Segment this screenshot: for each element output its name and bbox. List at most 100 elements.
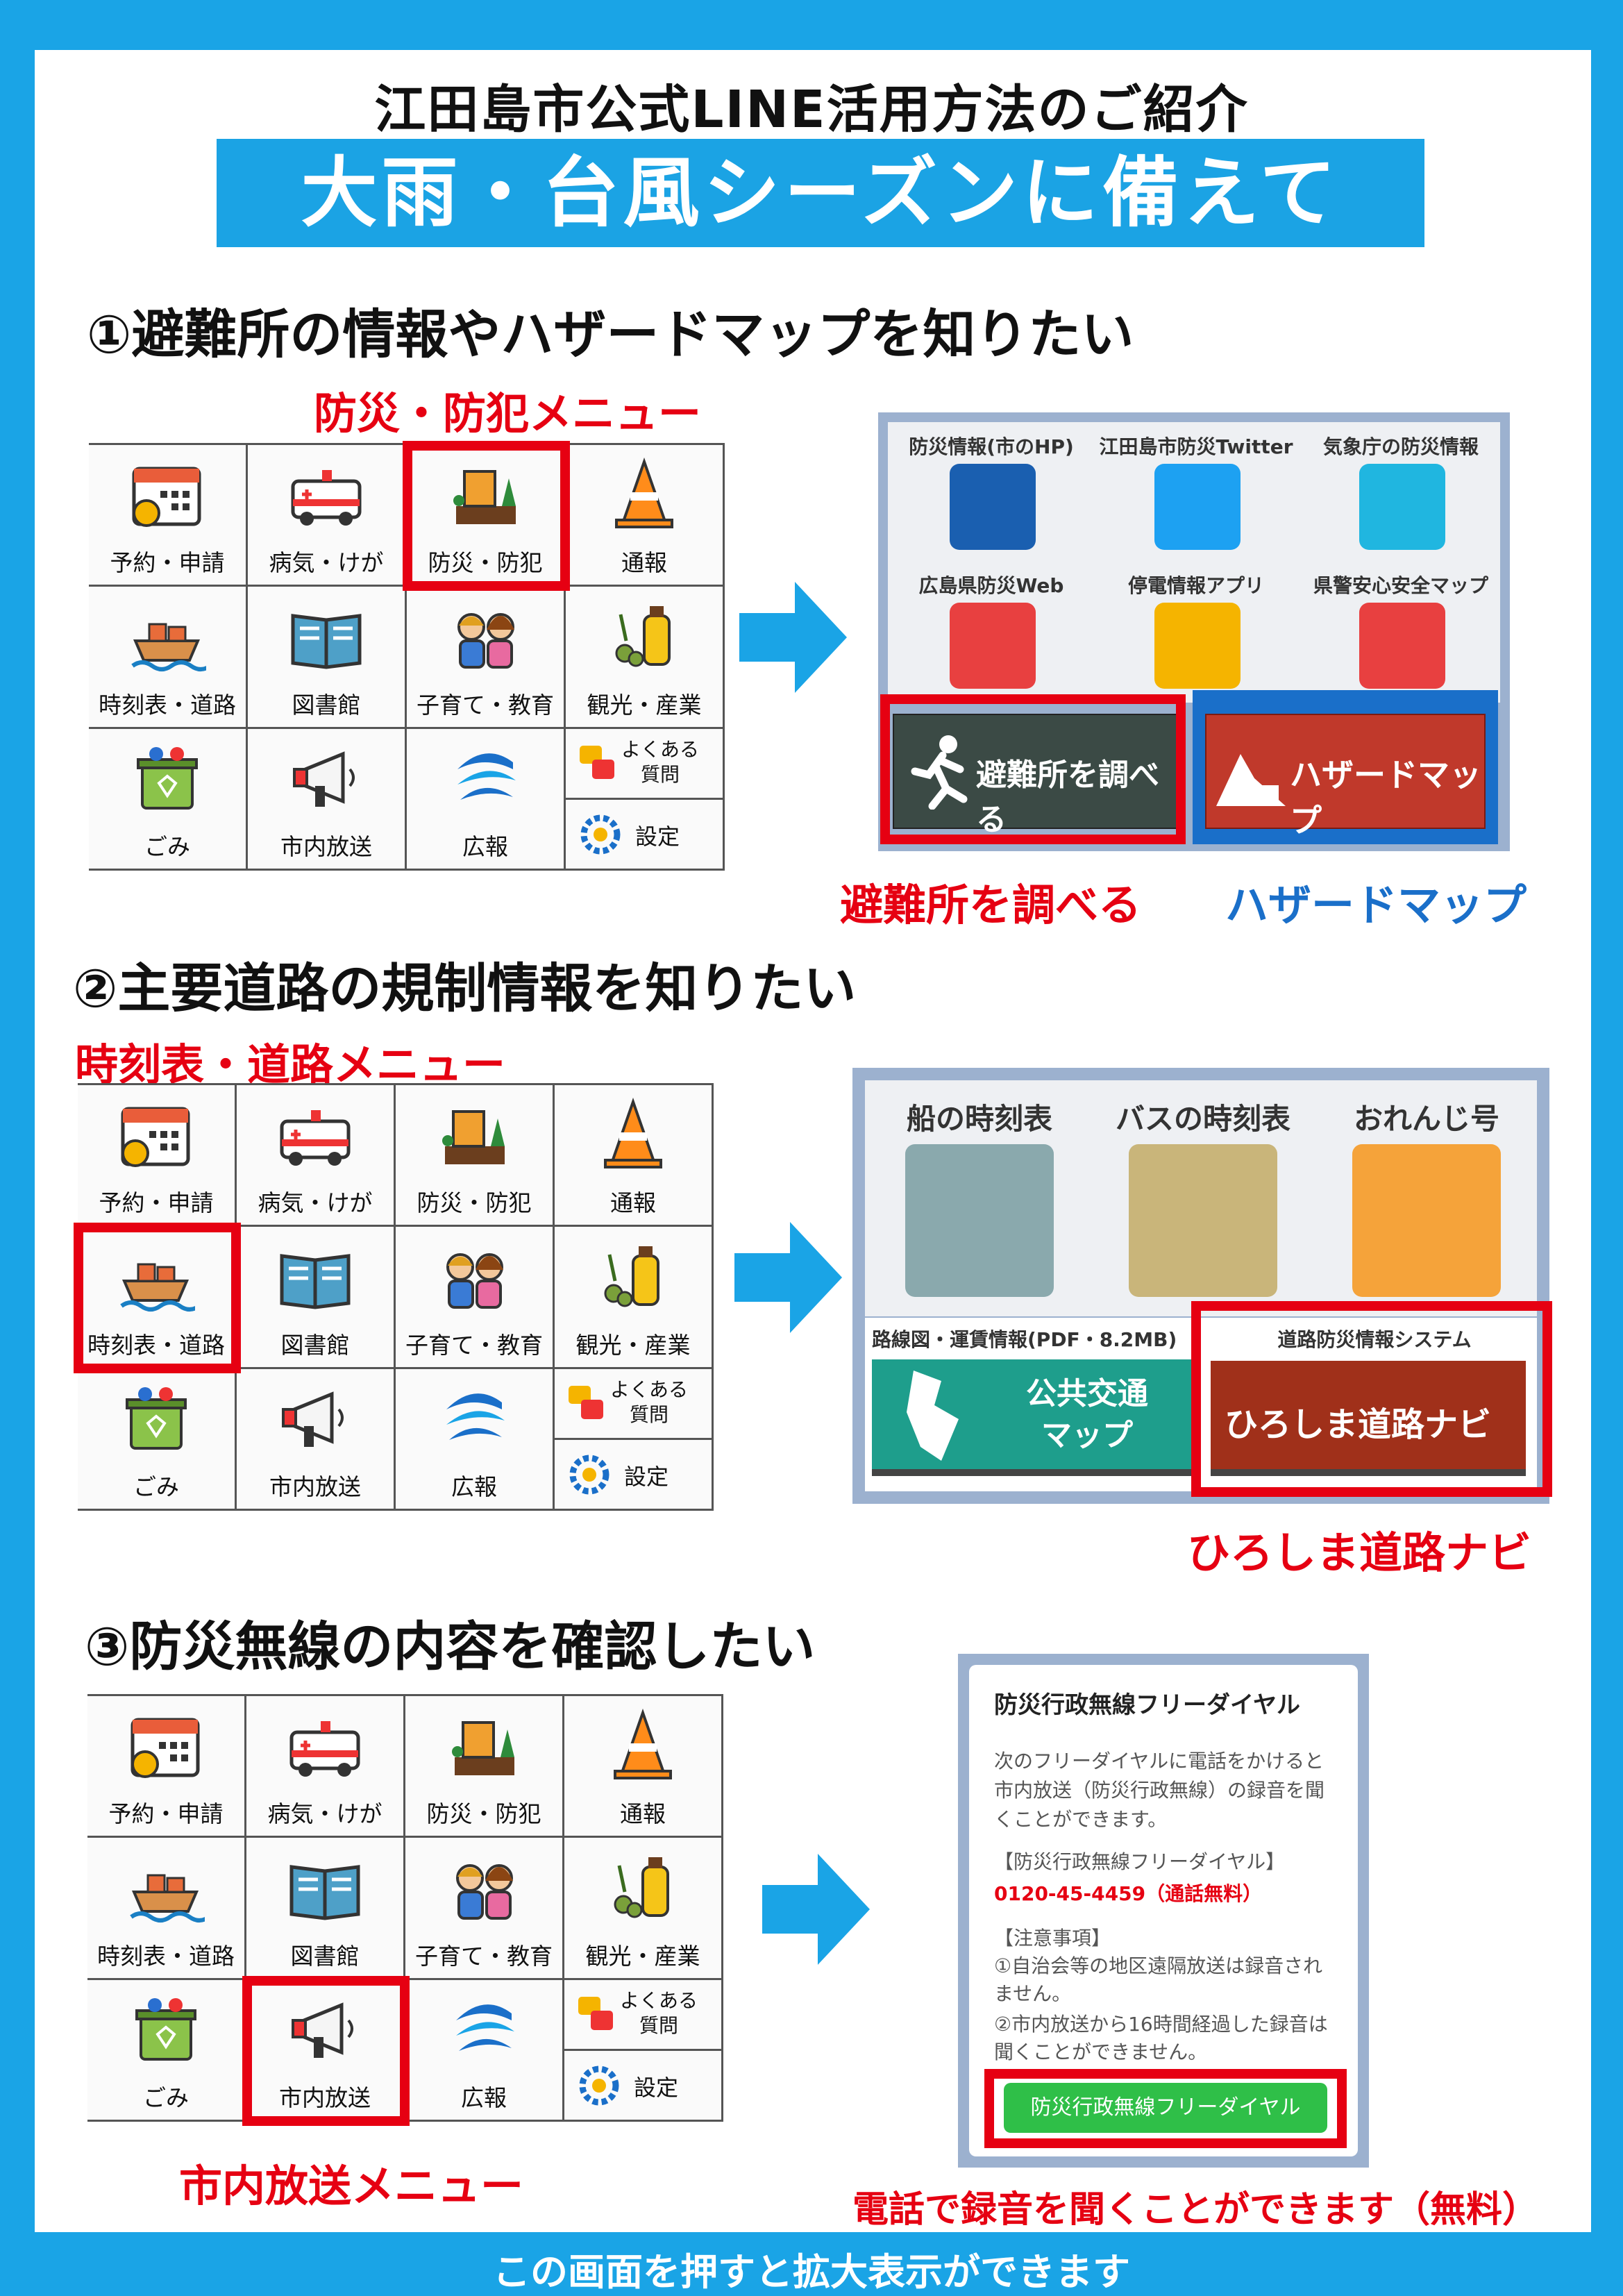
menu-item-disaster[interactable]: 防災・防犯 (396, 1085, 555, 1227)
menu-item-label: 広報 (461, 2084, 507, 2111)
faq-button[interactable]: よくある 質問 (555, 1369, 712, 1440)
transport-tile-label: バスの時刻表 (1115, 1102, 1290, 1136)
disaster-city-icon (435, 1098, 513, 1174)
traffic-cone-icon (605, 457, 683, 534)
menu-item-label: ごみ (143, 2084, 189, 2111)
menu-item-label: 観光・産業 (575, 1331, 691, 1359)
menu-item-garbage[interactable]: ごみ (78, 1368, 237, 1511)
transit-map-button[interactable]: 公共交通 マップ (872, 1359, 1198, 1476)
menu-item-reservation[interactable]: 予約・申請 (87, 1696, 246, 1838)
city-logo-icon (446, 741, 524, 818)
disaster-link-6[interactable]: 県警安心安全マップ (1300, 561, 1502, 697)
dial-label: 【防災行政無線フリーダイヤル】 (994, 1850, 1286, 1873)
disaster-link-5[interactable]: 停電情報アプリ (1095, 561, 1297, 697)
section2-menu-callout: 時刻表・道路メニュー (75, 1039, 506, 1090)
road-navi-button[interactable]: ひろしま道路ナビ (1211, 1361, 1526, 1476)
rich-menu-1[interactable]: 予約・申請病気・けが防災・防犯通報時刻表・道路図書館 子育て・教育観光・産業ごみ市… (89, 441, 725, 871)
ship-icon (128, 599, 212, 676)
transport-tile-2[interactable]: バスの時刻表 (1093, 1083, 1313, 1312)
menu-item-report[interactable]: 通報 (566, 445, 725, 587)
menu-item-garbage[interactable]: ごみ (89, 728, 248, 871)
section3-menu-callout: 市内放送メニュー (179, 2161, 524, 2211)
menu-item-library[interactable]: 図書館 (246, 1838, 405, 1980)
faq-button[interactable]: よくある 質問 (564, 1980, 721, 2051)
oil-olive-icon (604, 1850, 682, 1927)
menu-highlight (242, 1975, 410, 2126)
route-info-label: 路線図・運賃情報(PDF・8.2MB) (872, 1328, 1177, 1351)
menu-item-pr[interactable]: 広報 (407, 728, 566, 871)
menu-item-illness[interactable]: 病気・けが (246, 1696, 405, 1838)
menu-item-timetable[interactable]: 時刻表・道路 (89, 587, 248, 729)
van-icon (1352, 1144, 1501, 1297)
menu-item-reservation[interactable]: 予約・申請 (78, 1085, 237, 1227)
twitter-bird-icon (1154, 464, 1241, 550)
menu-item-illness[interactable]: 病気・けが (237, 1085, 396, 1227)
menu-item-tourism[interactable]: 観光・産業 (564, 1838, 723, 1980)
evac-highlight (880, 694, 1186, 844)
settings-button[interactable]: 設定 (566, 800, 723, 871)
settings-button[interactable]: 設定 (555, 1440, 712, 1511)
transport-tile-1[interactable]: 船の時刻表 (869, 1083, 1090, 1312)
menu-item-tourism[interactable]: 観光・産業 (555, 1227, 714, 1369)
menu-item-disaster[interactable]: 防災・防犯 (405, 1696, 564, 1838)
menu-item-library[interactable]: 図書館 (237, 1227, 396, 1369)
rich-menu-3[interactable]: 予約・申請病気・けが防災・防犯通報時刻表・道路図書館子育て・教育 観光・産業ごみ 市… (87, 1694, 723, 2126)
menu-item-childcare[interactable]: 子育て・教育 (407, 587, 566, 729)
calendar-icon (117, 1098, 195, 1174)
megaphone-icon (287, 741, 365, 818)
gear-icon (579, 2065, 619, 2106)
menu-item-label: 通報 (610, 1189, 656, 1217)
calendar-icon (128, 458, 206, 534)
children-icon (446, 599, 524, 676)
menu-item-faq-settings: よくある 質問設定 (564, 1979, 723, 2122)
page-banner: 大雨・台風シーズンに備えて (217, 139, 1424, 247)
call-button[interactable]: 防災行政無線フリーダイヤル (1004, 2083, 1327, 2133)
menu-item-report[interactable]: 通報 (555, 1085, 714, 1227)
ship-icon (117, 1239, 201, 1316)
island-map-icon (907, 1371, 959, 1461)
menu-item-childcare[interactable]: 子育て・教育 (396, 1227, 555, 1369)
dial-number[interactable]: 0120-45-4459（通話無料） (994, 1882, 1263, 1905)
menu-item-library[interactable]: 図書館 (248, 587, 407, 729)
menu-item-label: 図書館 (292, 691, 361, 719)
menu-item-report[interactable]: 通報 (564, 1696, 723, 1838)
menu-item-broadcast[interactable]: 市内放送 (246, 1979, 405, 2122)
menu-item-label: 子育て・教育 (415, 1942, 553, 1970)
menu-item-timetable[interactable]: 時刻表・道路 (78, 1227, 237, 1369)
disaster-link-2[interactable]: 江田島市防災Twitter (1095, 422, 1297, 558)
menu-item-childcare[interactable]: 子育て・教育 (405, 1838, 564, 1980)
menu-item-pr[interactable]: 広報 (396, 1368, 555, 1511)
road-navi-label: ひろしま道路ナビ (1225, 1405, 1492, 1444)
page-subtitle: 江田島市公式LINE活用方法のご紹介 (374, 80, 1249, 140)
rich-menu-2[interactable]: 予約・申請病気・けが防災・防犯通報時刻表・道路図書館子育て・教育観光・産業ごみ市… (74, 1083, 714, 1511)
menu-item-label: 観光・産業 (585, 1942, 700, 1970)
disaster-link-1[interactable]: 防災情報(市のHP) (891, 422, 1092, 558)
evacuation-button[interactable]: 避難所を調べる (893, 714, 1179, 837)
menu-item-reservation[interactable]: 予約・申請 (89, 445, 248, 587)
footer-note[interactable]: この画面を押すと拡大表示ができます (493, 2250, 1130, 2294)
faq-label: よくある 質問 (621, 737, 700, 786)
city-logo-icon (435, 1382, 513, 1458)
disaster-city-icon (446, 458, 524, 534)
faq-button[interactable]: よくある 質問 (566, 729, 723, 800)
settings-button[interactable]: 設定 (564, 2051, 721, 2122)
menu-highlight (74, 1223, 241, 1373)
hazard-map-button[interactable]: ハザードマップ (1205, 714, 1486, 839)
menu-item-label: 防災・防犯 (428, 549, 543, 577)
children-icon (445, 1850, 523, 1927)
disaster-link-3[interactable]: 気象庁の防災情報 (1300, 422, 1502, 558)
menu-item-timetable[interactable]: 時刻表・道路 (87, 1838, 246, 1980)
menu-item-label: 市内放送 (279, 2084, 371, 2111)
menu-item-garbage[interactable]: ごみ (87, 1979, 246, 2122)
disaster-link-4[interactable]: 広島県防災Web (891, 561, 1092, 697)
transport-tile-3[interactable]: おれんじ号 (1316, 1083, 1537, 1312)
menu-item-pr[interactable]: 広報 (405, 1979, 564, 2122)
menu-item-tourism[interactable]: 観光・産業 (566, 587, 725, 729)
arrow-right-icon (739, 582, 847, 693)
transit-map-label: 公共交通 マップ (1026, 1376, 1148, 1453)
transport-tile-label: おれんじ号 (1353, 1102, 1499, 1136)
menu-item-broadcast[interactable]: 市内放送 (237, 1368, 396, 1511)
globe-www-icon (950, 603, 1036, 689)
menu-item-illness[interactable]: 病気・けが (248, 445, 407, 587)
menu-item-broadcast[interactable]: 市内放送 (248, 728, 407, 871)
